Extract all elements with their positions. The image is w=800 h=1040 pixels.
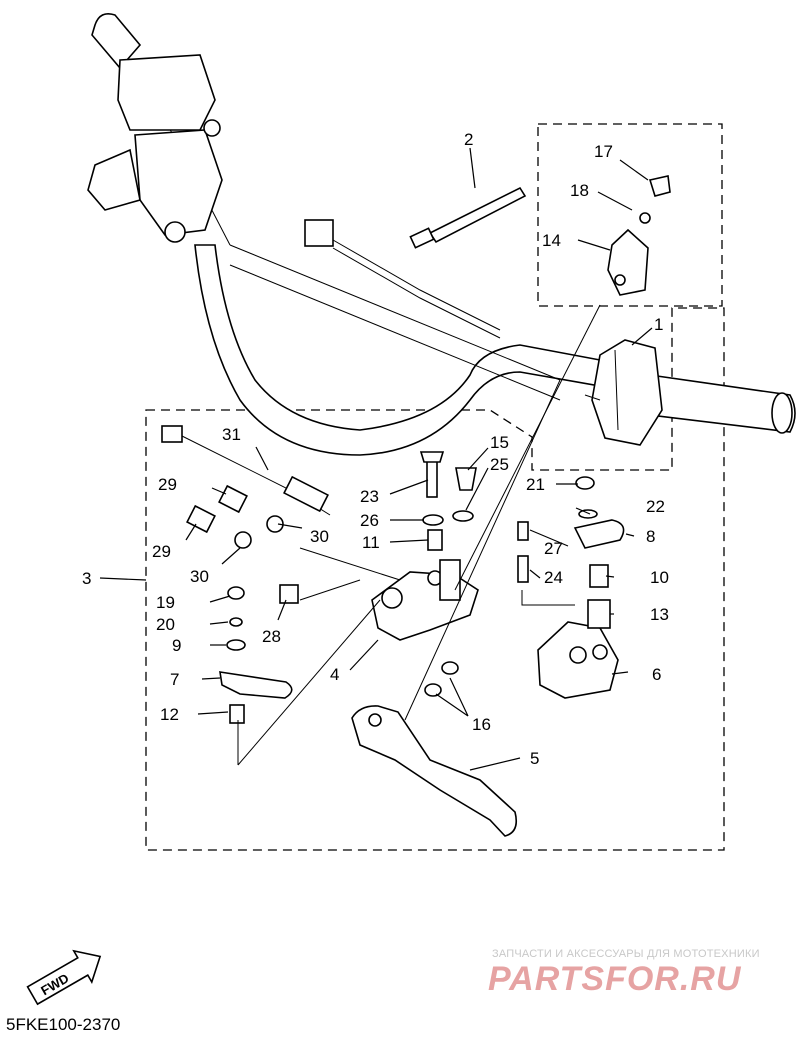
watermark-subtitle: ЗАПЧАСТИ И АКСЕССУАРЫ ДЛЯ МОТОТЕХНИКИ bbox=[492, 948, 760, 960]
callout-24: 24 bbox=[544, 568, 563, 587]
cable-tie bbox=[409, 186, 527, 249]
clutch-lever bbox=[351, 705, 518, 837]
callout-30-right: 30 bbox=[310, 527, 329, 546]
callout-3: 3 bbox=[82, 569, 91, 588]
callout-23: 23 bbox=[360, 487, 379, 506]
callout-12: 12 bbox=[160, 705, 179, 724]
lever-bracket bbox=[371, 559, 479, 641]
right-grip bbox=[584, 339, 796, 446]
leader-lines bbox=[99, 147, 653, 771]
callout-15: 15 bbox=[490, 433, 509, 452]
callout-17: 17 bbox=[594, 142, 613, 161]
callout-27: 27 bbox=[544, 539, 563, 558]
fwd-arrow-icon: FWD bbox=[26, 949, 102, 1006]
callout-16: 16 bbox=[472, 715, 491, 734]
callout-31: 31 bbox=[222, 425, 241, 444]
callout-29-upper: 29 bbox=[158, 475, 177, 494]
callout-4: 4 bbox=[330, 665, 339, 684]
callout-25: 25 bbox=[490, 455, 509, 474]
watermark-brand: PARTSFOR.RU bbox=[488, 960, 742, 998]
callout-7: 7 bbox=[170, 670, 179, 689]
callout-28: 28 bbox=[262, 627, 281, 646]
callout-2: 2 bbox=[464, 130, 473, 149]
callout-1: 1 bbox=[654, 315, 663, 334]
callout-13: 13 bbox=[650, 605, 669, 624]
callout-21: 21 bbox=[526, 475, 545, 494]
callout-11: 11 bbox=[362, 533, 380, 552]
callout-30-left: 30 bbox=[190, 567, 209, 586]
left-grip bbox=[87, 12, 223, 243]
callout-19: 19 bbox=[156, 593, 175, 612]
callout-8: 8 bbox=[646, 527, 655, 546]
callout-18: 18 bbox=[570, 181, 589, 200]
harness-connector bbox=[304, 219, 501, 339]
callout-20: 20 bbox=[156, 615, 175, 634]
switch-clamp bbox=[607, 175, 671, 296]
callout-29-lower: 29 bbox=[152, 542, 171, 561]
lever-housing bbox=[537, 621, 619, 699]
callout-6: 6 bbox=[652, 665, 661, 684]
callout-9: 9 bbox=[172, 636, 181, 655]
callout-26: 26 bbox=[360, 511, 379, 530]
diagram-code: 5FKE100-2370 bbox=[6, 1015, 121, 1034]
switch-cable bbox=[161, 425, 331, 549]
callout-14: 14 bbox=[542, 231, 561, 250]
callout-numbers: 1 2 3 4 5 6 7 8 9 10 11 12 13 14 15 16 1… bbox=[82, 130, 669, 768]
handlebar bbox=[159, 109, 601, 456]
group-box-switch-parts bbox=[537, 123, 723, 307]
callout-10: 10 bbox=[650, 568, 669, 587]
callout-5: 5 bbox=[530, 749, 539, 768]
callout-22: 22 bbox=[646, 497, 665, 516]
